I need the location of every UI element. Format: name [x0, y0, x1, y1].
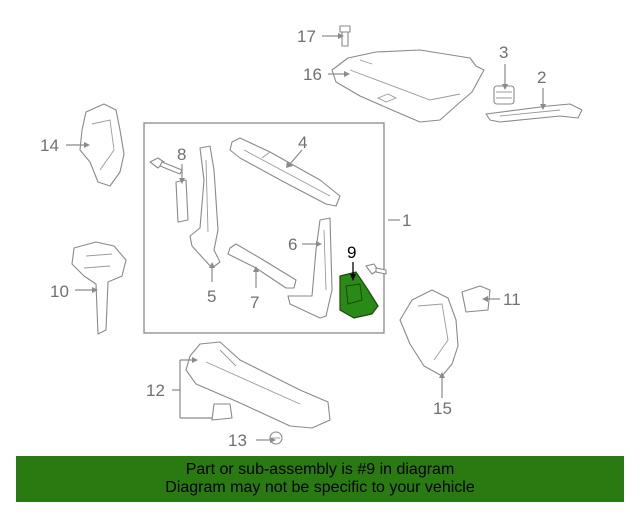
part-8-bracket[interactable] — [175, 179, 189, 223]
part-4-upper-support[interactable] — [229, 137, 341, 207]
callout-15: 15 — [433, 399, 452, 418]
part-12-clip[interactable] — [211, 403, 233, 421]
part-5-left-side-support[interactable] — [189, 145, 221, 269]
bolt-near-9[interactable] — [365, 263, 387, 275]
assembly-frame-box — [143, 122, 385, 334]
part-16-engine-cover[interactable] — [331, 49, 485, 123]
callout-9-highlighted: 9 — [347, 243, 356, 262]
part-14-left-duct[interactable] — [79, 103, 125, 187]
leader-lines — [66, 35, 544, 441]
callout-13: 13 — [228, 431, 247, 450]
callout-10: 10 — [50, 282, 69, 301]
callout-5: 5 — [207, 287, 216, 306]
callout-7: 7 — [250, 293, 259, 312]
callout-4: 4 — [298, 133, 307, 152]
part-15-right-duct[interactable] — [399, 289, 459, 377]
part-6-right-side-support[interactable] — [287, 217, 333, 319]
callout-1: 1 — [402, 211, 411, 230]
part-9-highlighted-bracket[interactable] — [339, 271, 379, 319]
callout-8: 8 — [177, 145, 186, 164]
callout-14: 14 — [40, 136, 59, 155]
callout-16: 16 — [303, 65, 322, 84]
part-7-lower-brace[interactable] — [227, 243, 297, 289]
callout-11: 11 — [503, 290, 521, 309]
banner-line-2: Diagram may not be specific to your vehi… — [165, 479, 475, 496]
callout-17: 17 — [297, 27, 316, 46]
part-11-bracket[interactable] — [461, 285, 491, 313]
banner-line-1: Part or sub-assembly is #9 in diagram — [185, 461, 455, 478]
part-12-lower-reinforcement[interactable] — [185, 341, 331, 429]
callout-2: 2 — [537, 68, 546, 87]
bolt-near-8[interactable] — [149, 157, 183, 175]
part-3-cushion[interactable] — [493, 85, 515, 105]
callout-12: 12 — [146, 381, 165, 400]
callout-3: 3 — [499, 43, 508, 62]
part-2-support[interactable] — [485, 103, 583, 123]
arrowheads — [84, 33, 546, 443]
callout-6: 6 — [288, 235, 297, 254]
part-10-left-support[interactable] — [71, 241, 127, 335]
part-17-clip[interactable] — [339, 25, 351, 47]
info-banner: Part or sub-assembly is #9 in diagram Di… — [16, 456, 624, 502]
